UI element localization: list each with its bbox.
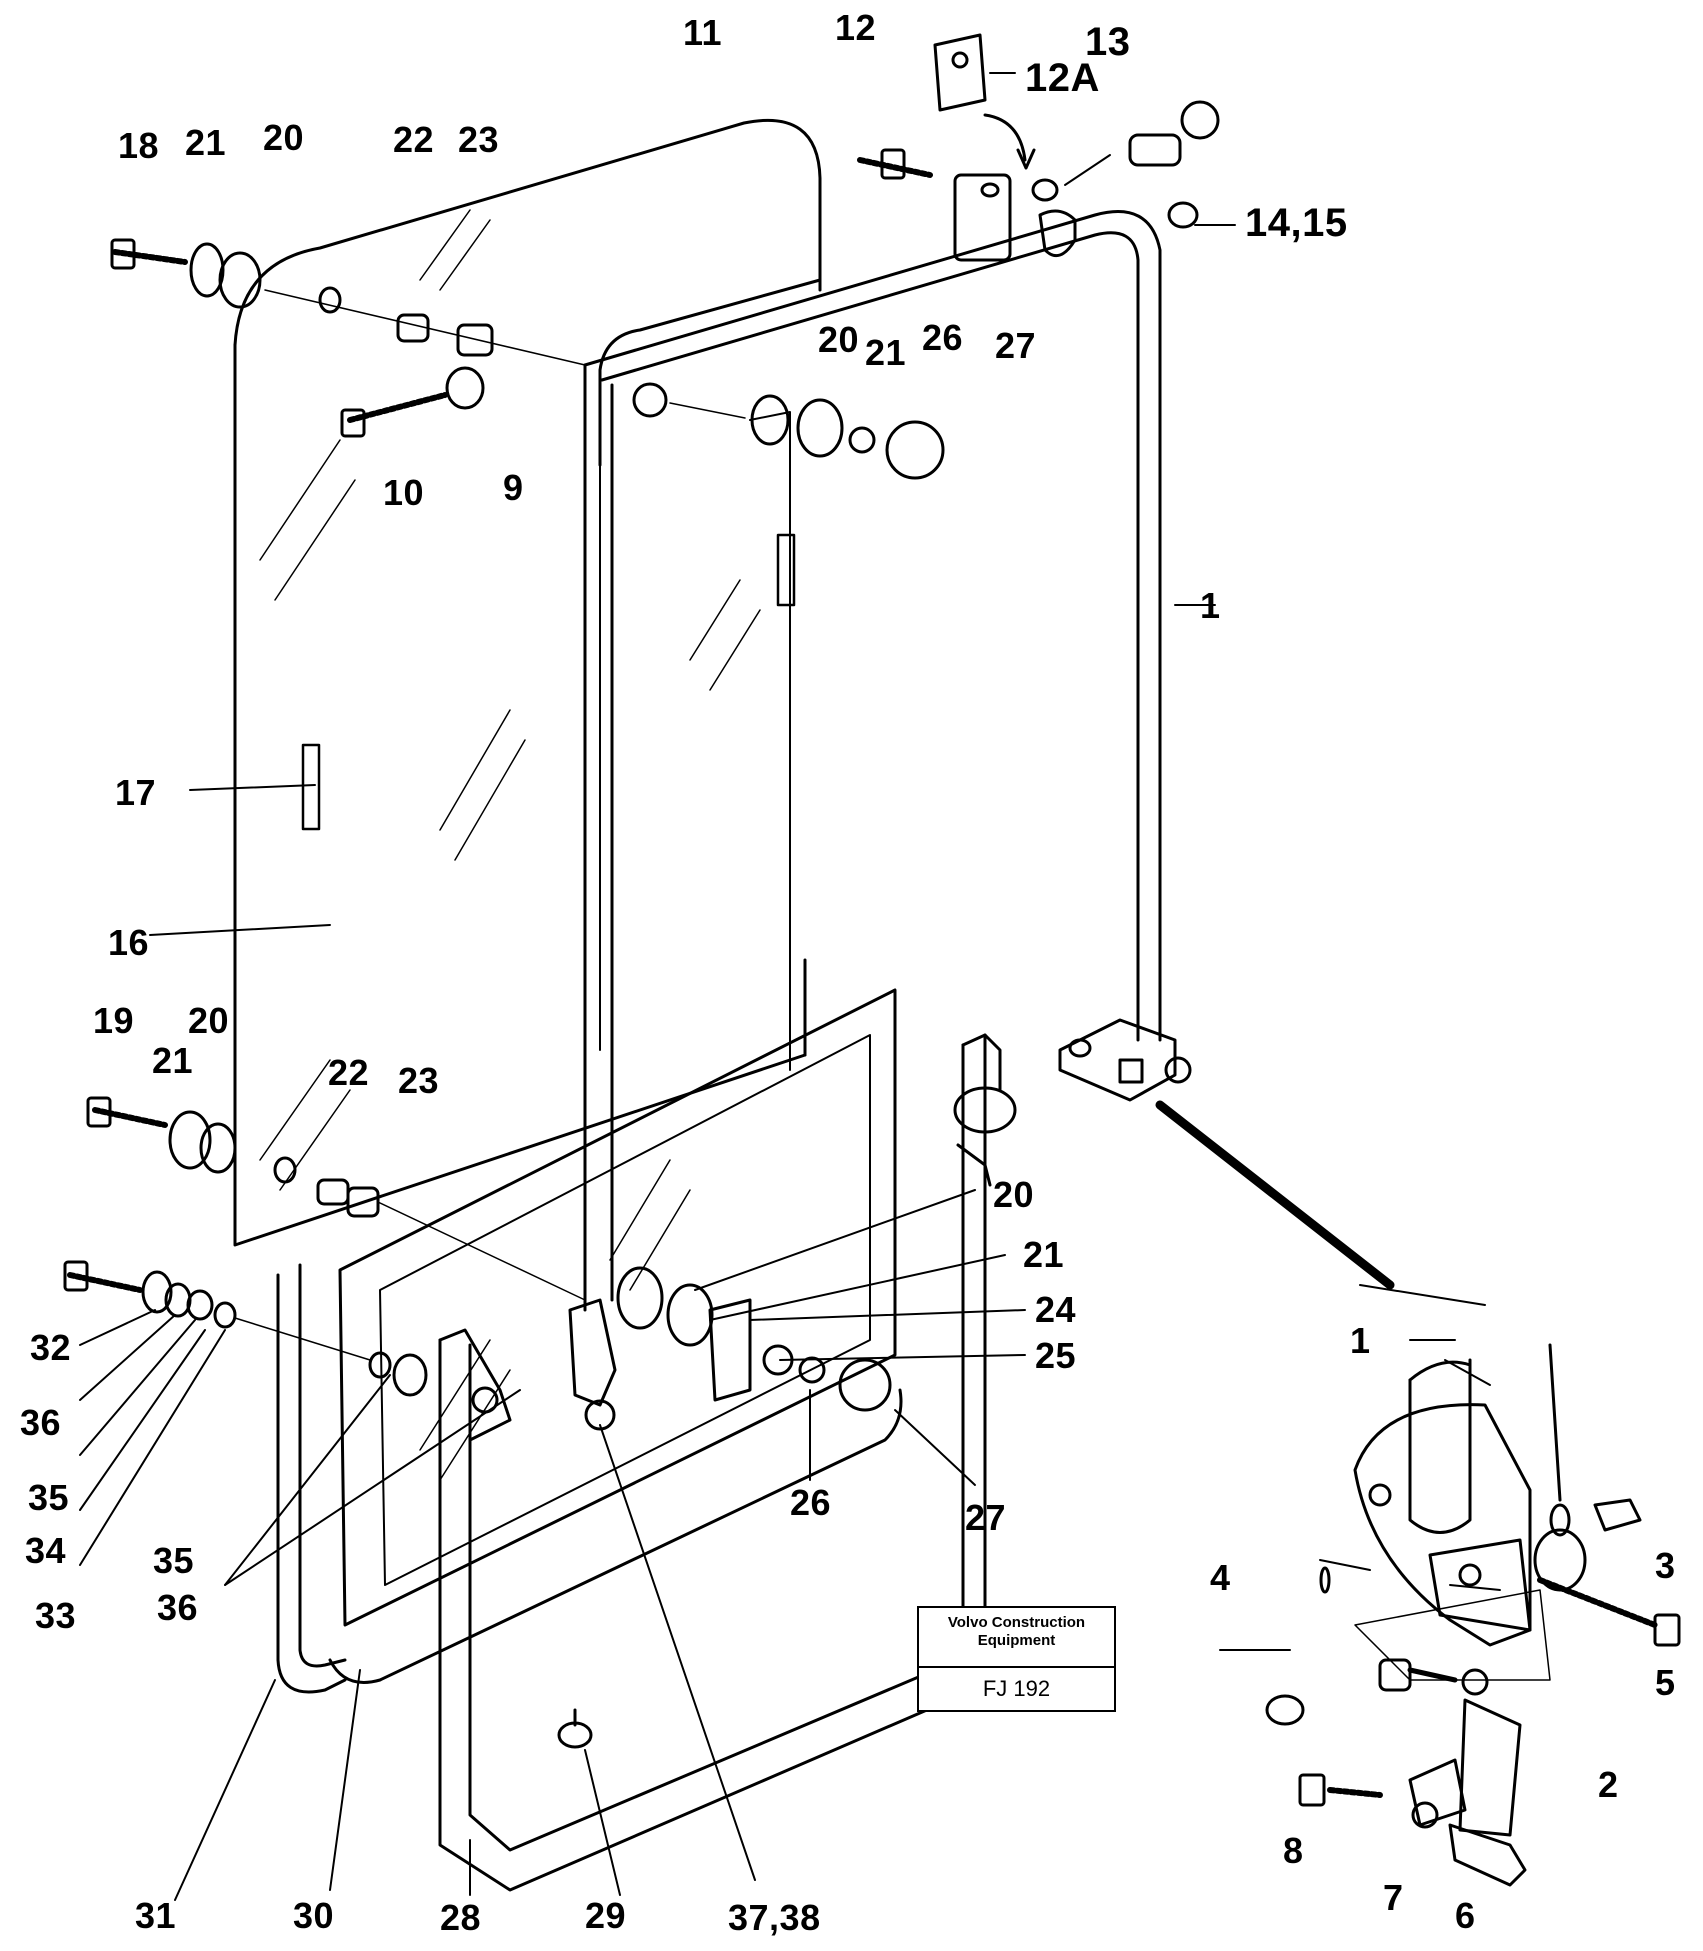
callout-22-lower: 22: [328, 1052, 370, 1093]
upper-left-fasteners: [110, 238, 586, 438]
plate-divider: [919, 1666, 1114, 1668]
callout-35-center: 35: [153, 1540, 195, 1581]
identification-plate: Volvo Construction Equipment FJ 192: [917, 1606, 1116, 1712]
callout-27-upper: 27: [995, 325, 1037, 366]
callout-18: 18: [118, 125, 160, 166]
callout-37-38: 37,38: [728, 1897, 821, 1938]
callout-6: 6: [1455, 1895, 1476, 1936]
callout-20-lower-left: 20: [188, 1000, 230, 1041]
callout-35-left: 35: [28, 1477, 70, 1518]
plate-company-line2: Equipment: [977, 1632, 1056, 1649]
callout-3: 3: [1655, 1545, 1676, 1586]
callout-36-center: 36: [157, 1587, 199, 1628]
callout-34: 34: [25, 1530, 67, 1571]
callout-2: 2: [1598, 1764, 1619, 1805]
callout-9: 9: [503, 467, 524, 508]
insert-12a: [933, 33, 1036, 170]
callout-20-upper-right: 20: [818, 319, 860, 360]
callout-7: 7: [1383, 1877, 1404, 1918]
plate-drawing-code: FJ 192: [982, 1676, 1051, 1701]
top-pivot-bracket: [953, 100, 1220, 262]
latch-detail: [1265, 1343, 1681, 1887]
callout-5: 5: [1655, 1662, 1676, 1703]
callout-30: 30: [293, 1895, 335, 1936]
callout-29: 29: [585, 1895, 627, 1936]
callout-13: 13: [1085, 20, 1131, 64]
callout-1-latch: 1: [1350, 1320, 1371, 1361]
callout-20-upper-left: 20: [263, 117, 305, 158]
callout-24: 24: [1035, 1289, 1077, 1330]
callout-10: 10: [383, 472, 425, 513]
lower-left-small-fasteners: [63, 1260, 428, 1397]
center-lower-fasteners: [568, 1266, 892, 1431]
callout-12a: 12A: [1025, 56, 1100, 100]
callout-20-center: 20: [993, 1174, 1035, 1215]
callout-11: 11: [683, 12, 723, 53]
callout-31: 31: [135, 1895, 177, 1936]
callout-4: 4: [1210, 1557, 1231, 1598]
plate-company-line1: Volvo Construction: [947, 1614, 1086, 1631]
upper-window-glass: [233, 118, 822, 1247]
callout-28: 28: [440, 1897, 482, 1938]
nut-29: [557, 1708, 593, 1749]
callout-26-upper: 26: [922, 317, 964, 358]
callout-23-upper: 23: [458, 119, 500, 160]
callout-26-lower: 26: [790, 1482, 832, 1523]
callout-1-frame: 1: [1200, 585, 1221, 626]
lower-left-fasteners: [86, 1096, 586, 1301]
callout-27-lower: 27: [965, 1497, 1007, 1538]
frame-bar: [583, 210, 1192, 1312]
callout-21-upper-left: 21: [185, 122, 227, 163]
callout-17: 17: [115, 772, 157, 813]
callout-16: 16: [108, 922, 150, 963]
callout-21-upper-right: 21: [865, 332, 907, 373]
callout-32: 32: [30, 1327, 72, 1368]
callout-21-center: 21: [1023, 1234, 1065, 1275]
leader-lines: [79, 72, 1501, 1901]
callout-25: 25: [1035, 1335, 1077, 1376]
callout-12: 12: [835, 7, 877, 48]
callout-19: 19: [93, 1000, 135, 1041]
callout-23-lower: 23: [398, 1060, 440, 1101]
callout-33: 33: [35, 1595, 77, 1636]
callout-22-upper: 22: [393, 119, 435, 160]
lower-window-frame: [438, 1033, 1017, 1892]
callout-14-15: 14,15: [1245, 201, 1348, 245]
upper-right-fasteners: [632, 382, 945, 480]
callout-8: 8: [1283, 1830, 1304, 1871]
bolt-12: [857, 148, 933, 180]
rubber-seal: [276, 1263, 903, 1694]
callout-21-lower-left: 21: [152, 1040, 194, 1081]
callout-36-left: 36: [20, 1402, 62, 1443]
